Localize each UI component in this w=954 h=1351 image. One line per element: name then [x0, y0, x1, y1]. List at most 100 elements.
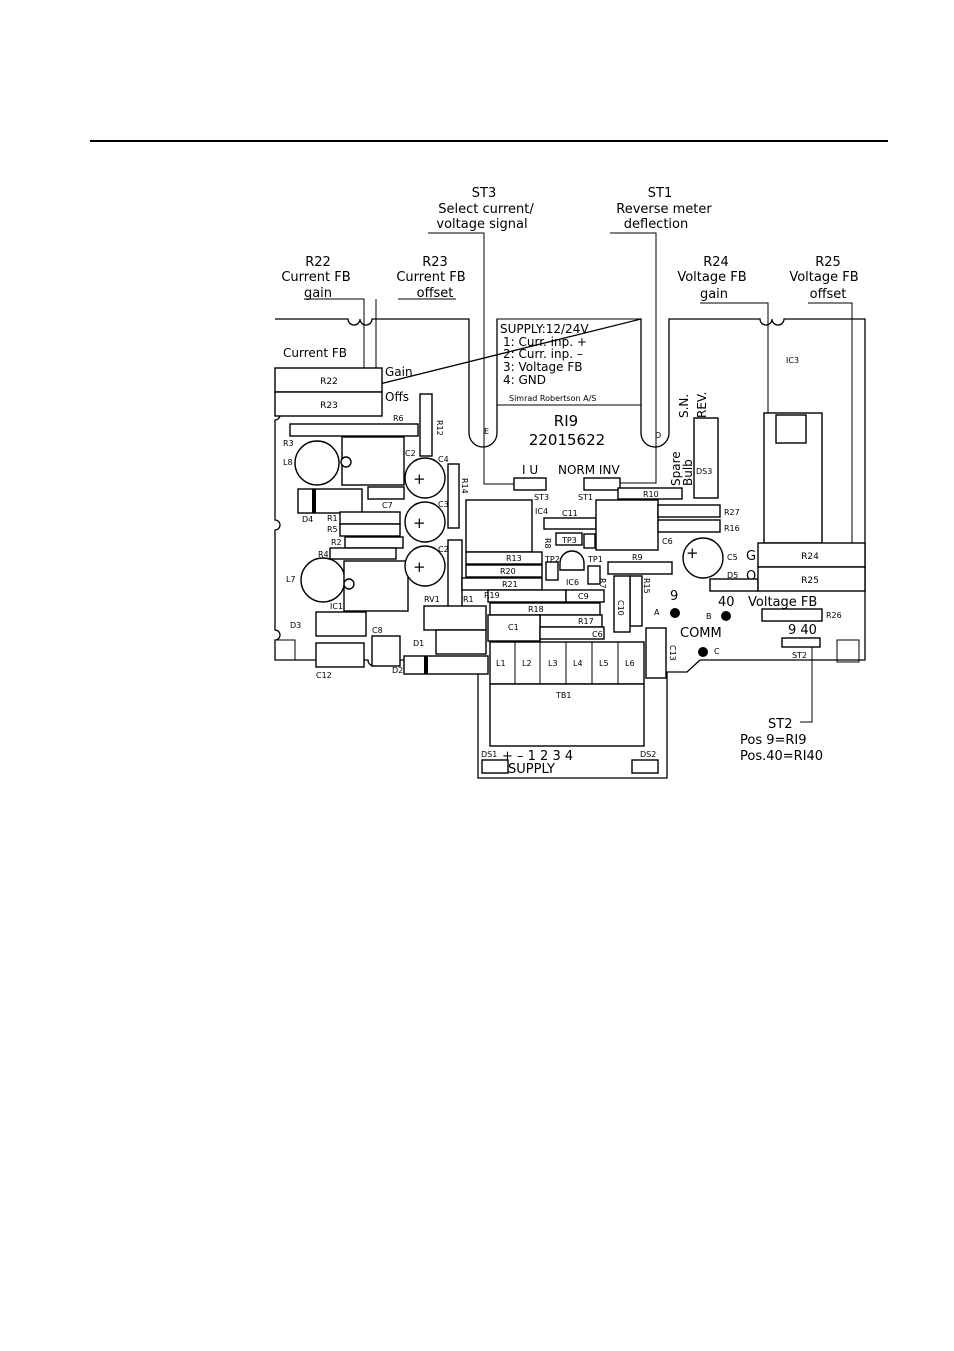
comp-r1: R1	[327, 514, 338, 523]
comp-tp1: TP1	[587, 555, 603, 564]
bulb-ds3	[693, 417, 719, 499]
label-40: 40	[718, 595, 735, 610]
comp-c8: C8	[372, 626, 383, 635]
comp-r15: R15	[642, 578, 651, 594]
supply-line4: 3: Voltage FB	[503, 360, 582, 374]
callout-st3-line1: Select current/	[438, 202, 534, 217]
comp-c13: C13	[668, 645, 677, 661]
terminal-labels: + – 1 2 3 4	[502, 749, 573, 764]
resistor-r5	[339, 523, 401, 537]
comp-tp3: TP3	[561, 536, 577, 545]
capacitor-c8	[371, 635, 401, 667]
resistor-r2	[344, 536, 404, 549]
comp-r16: R16	[724, 524, 740, 533]
comp-r18: R18	[528, 605, 544, 614]
corner-pad-right	[836, 639, 860, 663]
comp-c6: C6	[662, 537, 673, 546]
comp-c1: C1	[508, 623, 519, 632]
callout-r24: R24 Voltage FB gain	[677, 255, 746, 302]
callout-r23: R23 Current FB offset	[396, 255, 465, 301]
regulator-ic1	[343, 560, 409, 612]
comp-r12: R12	[435, 420, 444, 436]
comp-ds2: DS2	[640, 750, 656, 759]
resistor-r18	[489, 602, 601, 616]
pad-r8	[545, 561, 559, 581]
diode-d5	[709, 578, 759, 592]
label-e: E	[484, 427, 489, 436]
comp-l3: L3	[548, 659, 558, 668]
callout-r25: R25 Voltage FB offset	[789, 255, 858, 302]
comp-r7: R7	[598, 578, 607, 589]
comp-r1-vert: R1	[463, 595, 474, 604]
callout-r22: R22 Current FB gain	[281, 255, 350, 301]
comp-r13: R13	[506, 554, 522, 563]
maker-label: Simrad Robertson A/S	[509, 394, 596, 403]
supply-line5: 4: GND	[503, 373, 546, 387]
callout-st2-title: ST2	[768, 717, 792, 732]
ic3-tab	[775, 414, 807, 444]
comp-d4: D4	[302, 515, 313, 524]
label-spare: Spare	[669, 451, 683, 486]
jumper-st1	[583, 477, 621, 491]
supply-line1: SUPPLY:12/24V	[500, 322, 589, 336]
resistor-r15	[629, 575, 643, 627]
diode-d3	[315, 611, 367, 637]
comp-ds3: DS3	[696, 467, 712, 476]
ic-right	[595, 499, 659, 551]
pin-upper	[340, 456, 352, 468]
resistor-r23	[274, 391, 383, 417]
polarity-plus-3: +	[413, 558, 426, 576]
testpoint-pad	[583, 533, 596, 549]
callout-r24-title: R24	[703, 255, 729, 270]
testpoint-a	[670, 608, 680, 618]
comp-l7: L7	[286, 575, 296, 584]
resistor-r14	[447, 463, 460, 529]
comp-st2: ST2	[792, 651, 807, 660]
comp-c4: C4	[438, 455, 449, 464]
comp-c2-bottom: C2	[438, 545, 449, 554]
resistor-r1-vertical	[447, 539, 463, 611]
supply-label-box	[496, 318, 642, 406]
comp-r3: R3	[283, 439, 294, 448]
label-sn: S.N.	[677, 394, 691, 418]
comp-d1: D1	[413, 639, 424, 648]
comp-ic3: IC3	[786, 356, 799, 365]
callout-st2: ST2 Pos 9=RI9 Pos.40=RI40	[740, 717, 823, 764]
supply-line3: 2: Curr. inp. –	[503, 347, 583, 361]
comp-l4: L4	[573, 659, 583, 668]
comp-c3: C3	[438, 500, 449, 509]
callout-st3: ST3 Select current/ voltage signal	[436, 186, 534, 232]
resistor-r13	[465, 551, 543, 565]
testpoint-c	[698, 647, 708, 657]
ic-ic4-left	[465, 499, 533, 553]
comp-l2: L2	[522, 659, 532, 668]
label-d: D	[655, 431, 661, 440]
comp-d2: D2	[392, 666, 403, 675]
diode-d4-band	[312, 489, 316, 513]
comp-r25: R25	[801, 576, 819, 586]
resistor-r20	[465, 564, 543, 578]
comp-r19: R19	[484, 591, 500, 600]
corner-pad-left	[274, 639, 296, 661]
callout-st3-line2: voltage signal	[436, 217, 527, 232]
supply-line2: 1: Curr. inp. +	[503, 335, 587, 349]
comp-st3: ST3	[534, 493, 549, 502]
capacitor-c1	[487, 614, 541, 642]
callout-r22-title: R22	[305, 255, 331, 270]
testpoint-tp3	[555, 532, 583, 546]
diode-d4	[297, 488, 363, 514]
callout-r23-line1: Current FB	[396, 270, 465, 285]
capacitor-c10	[613, 575, 631, 633]
comp-c10: C10	[616, 600, 625, 616]
label-bulb: Bulb	[681, 459, 695, 486]
callout-st1: ST1 Reverse meter deflection	[616, 186, 712, 232]
pad-r7	[587, 565, 601, 585]
comp-r5: R5	[327, 525, 338, 534]
label-9-40: 9 40	[788, 623, 817, 638]
capacitor-c3	[404, 501, 446, 543]
diode-d2	[403, 655, 489, 675]
comp-rv1: RV1	[424, 595, 440, 604]
resistor-r1	[339, 511, 401, 525]
callout-st2-line2: Pos.40=RI40	[740, 749, 823, 764]
